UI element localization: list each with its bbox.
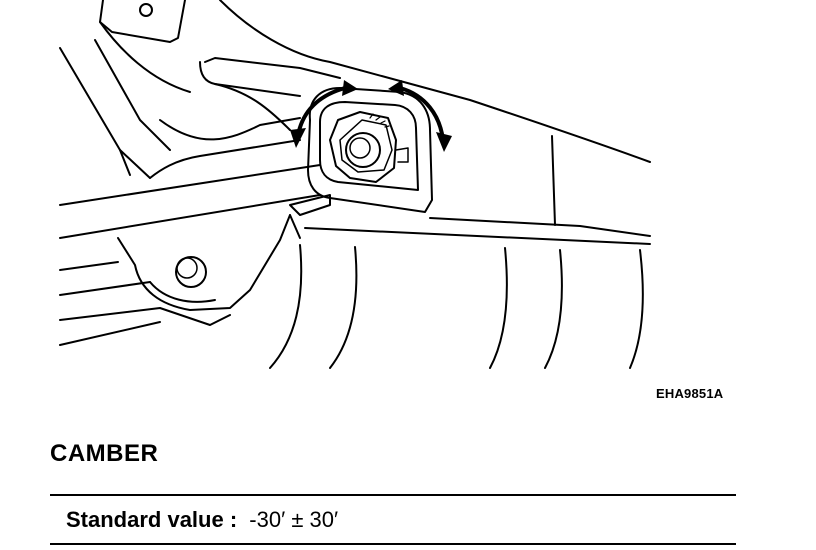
- rotation-arrow-icon: [296, 86, 445, 142]
- bracket-hole-icon: [139, 3, 153, 17]
- crossmember: [59, 39, 301, 179]
- body-panel: [199, 0, 651, 245]
- camber-adjustment-illustration: [59, 0, 651, 369]
- lower-arm: [59, 164, 321, 346]
- spec-label: Standard value :: [66, 507, 238, 532]
- spec-bottom-rule: [50, 543, 736, 545]
- bolt-head-icon: [175, 256, 207, 288]
- section-title: CAMBER: [50, 440, 159, 467]
- figure-code: EHA9851A: [656, 386, 724, 401]
- cam-bolt-assembly: [289, 87, 433, 239]
- spec-value: -30′ ± 30′: [249, 507, 339, 532]
- spec-top-rule: [50, 494, 736, 496]
- arrowheads: [290, 80, 452, 152]
- nut-icon: [345, 132, 381, 168]
- cam-washer-icon: [329, 111, 397, 183]
- lower-ribs: [269, 244, 644, 369]
- spec-row: Standard value : -30′ ± 30′: [66, 507, 338, 533]
- upper-bracket: [99, 0, 191, 93]
- lower-bracket: [117, 214, 291, 311]
